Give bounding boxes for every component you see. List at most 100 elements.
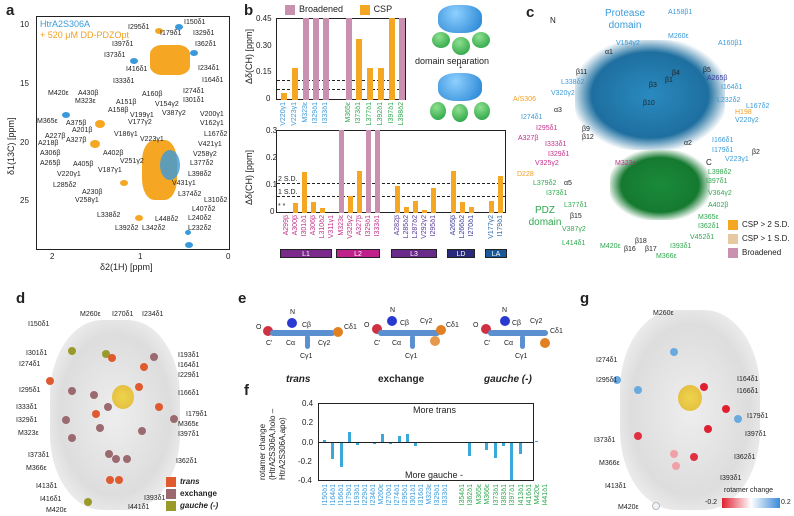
bar-csp <box>469 207 474 213</box>
panel-a-ytick: 20 <box>20 138 29 147</box>
residue-label: M366ε <box>656 253 677 260</box>
xlabel: I150δ1 <box>322 484 329 506</box>
residue-label: L232δ2 <box>717 97 741 104</box>
xlabel: A300β <box>292 215 299 236</box>
ytick: 0 <box>270 207 275 216</box>
residue-label: L379δ2 <box>533 180 557 187</box>
protease-domain-structure <box>575 40 725 150</box>
rotamer-marker <box>670 348 678 356</box>
trans-marker <box>140 363 148 371</box>
residue-label: I166δ1 <box>712 137 734 144</box>
residue-label: M366ε <box>26 465 47 472</box>
bar <box>373 443 376 444</box>
xlabel: I441δ1 <box>542 484 549 506</box>
colorbar <box>722 498 780 508</box>
ytick: 0.3 <box>266 126 278 135</box>
peak-label: A306β <box>40 150 61 157</box>
residue-label: V220γ2 <box>735 117 759 124</box>
rotamer-marker <box>734 415 742 423</box>
xlabel: A306β <box>310 215 317 236</box>
ss-label: β10 <box>643 100 655 107</box>
peak-label: I301δ1 <box>183 97 205 104</box>
xlabel: I329δ1 <box>434 484 441 506</box>
bar-csp <box>431 188 436 213</box>
residue-label: I416δ1 <box>40 496 62 503</box>
residue-label: M420ε <box>46 507 67 514</box>
residue-label: M420ε <box>618 504 639 511</box>
xlabel: A327β <box>356 215 363 236</box>
bar-csp <box>348 196 353 213</box>
sidechain <box>305 335 310 349</box>
residue-label: M365ε <box>698 214 719 221</box>
exchange-marker <box>112 455 120 463</box>
more-gauche-annotation: More gauche - <box>405 470 464 480</box>
residue-label: I270δ1 <box>112 311 134 318</box>
atom-label: Cα <box>504 340 514 347</box>
ytick: 0.2 <box>266 153 278 162</box>
bar-csp <box>281 93 287 100</box>
atom-label: Cγ2 <box>530 318 543 325</box>
oxygen-atom <box>372 324 382 334</box>
xlabel: I270δ1 <box>386 484 393 506</box>
trans-marker <box>108 354 116 362</box>
ytick: -0.4 <box>298 476 312 485</box>
bar-broadened <box>346 18 352 100</box>
ligand-cluster <box>112 385 134 409</box>
peak-label: A158β <box>108 107 129 114</box>
panel-b-ylabel-bottom: Δδ(CH) [ppm] <box>244 149 254 205</box>
ss-label: β17 <box>645 246 657 253</box>
exchange-marker <box>170 415 178 423</box>
bar <box>502 443 505 446</box>
atom-label: N <box>290 309 296 316</box>
xlabel: I166δ1 <box>338 484 345 506</box>
peak-label: A430β <box>78 90 99 97</box>
xlabel: I274δ1 <box>394 484 401 506</box>
bar-csp <box>311 202 316 213</box>
rotamer-marker <box>670 450 678 458</box>
gauche-marker <box>102 350 110 358</box>
panel-a-ytick: 25 <box>20 196 29 205</box>
sidechain <box>520 335 525 349</box>
residue-label: V154γ2 <box>616 40 640 47</box>
xlabel: I329δ1 <box>312 102 319 124</box>
atom-label: N <box>390 307 396 314</box>
xlabel: I397δ1 <box>509 484 516 506</box>
peak <box>90 140 100 148</box>
peak-label: V154γ2 <box>155 101 179 108</box>
legend-item: CSP > 1 S.D. <box>728 232 790 246</box>
panel-a-xlabel: δ2(1H) [ppm] <box>100 262 153 272</box>
backbone <box>488 330 548 336</box>
xlabel: M365ε <box>345 102 352 123</box>
sidechain <box>410 335 415 349</box>
peak <box>155 28 163 34</box>
atom-label: Cδ1 <box>344 324 357 331</box>
bar-csp <box>302 172 307 213</box>
threshold-2sd <box>277 80 405 81</box>
xlabel: L285δ2 <box>403 215 410 239</box>
xlabel: L310δ2 <box>319 215 326 239</box>
bar-broadened <box>303 18 309 100</box>
threshold-2sd <box>277 183 505 184</box>
panel-a-legend-holo: + 520 μM DD-PDZOpt <box>40 30 129 40</box>
xlabel: I193δ1 <box>354 484 361 506</box>
residue-label: I164δ1 <box>737 376 759 383</box>
colorbar-title: rotamer change <box>724 487 774 494</box>
panel-a-label: a <box>6 2 15 19</box>
ss-label: α3 <box>554 107 562 114</box>
xlabel: I362δ1 <box>467 484 474 506</box>
residue-label: V223γ1 <box>725 156 749 163</box>
panel-a-ytick: 10 <box>20 20 29 29</box>
colorbar-max: 0.2 <box>781 499 791 506</box>
xlabel: L398δ2 <box>398 102 405 126</box>
bar-csp <box>460 202 465 213</box>
residue-label: I179δ1 <box>747 413 769 420</box>
colorbar-min: -0.2 <box>705 499 718 506</box>
residue-label: I179δ1 <box>712 147 734 154</box>
more-trans-annotation: More trans <box>413 405 457 415</box>
peak-label: I150δ1 <box>184 19 206 26</box>
state-exchange-label: exchange <box>378 374 425 385</box>
peak-label: V387γ2 <box>162 110 186 117</box>
peak-label: V177γ2 <box>128 119 152 126</box>
ss-label: β2 <box>752 149 760 156</box>
spectrum-cluster <box>160 150 180 180</box>
